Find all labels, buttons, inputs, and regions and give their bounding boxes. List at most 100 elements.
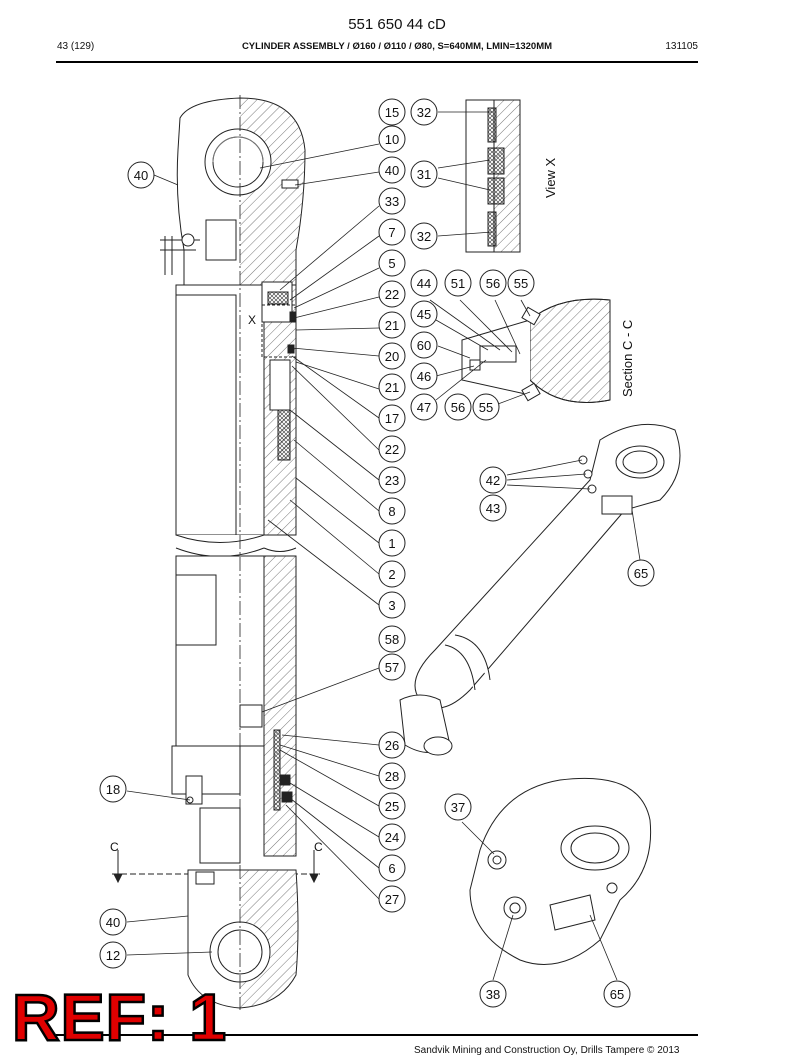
svg-text:23: 23 — [385, 473, 399, 488]
svg-text:40: 40 — [106, 915, 120, 930]
svg-text:51: 51 — [451, 276, 465, 291]
callout-56-top: 56 — [479, 269, 507, 297]
svg-text:27: 27 — [385, 892, 399, 907]
svg-text:28: 28 — [385, 769, 399, 784]
svg-text:24: 24 — [385, 830, 399, 845]
callout-46: 46 — [410, 362, 438, 390]
footer-copyright: Sandvik Mining and Construction Oy, Dril… — [414, 1045, 680, 1056]
page-title: CYLINDER ASSEMBLY / Ø160 / Ø110 / Ø80, S… — [241, 41, 553, 52]
callout-40-fitting: 40 — [378, 156, 406, 184]
callout-60: 60 — [410, 331, 438, 359]
callout-10: 10 — [378, 125, 406, 153]
svg-text:25: 25 — [385, 799, 399, 814]
svg-text:3: 3 — [388, 598, 395, 613]
svg-text:57: 57 — [385, 660, 399, 675]
view-x-detail — [465, 99, 521, 253]
isometric-cylinder-view — [399, 423, 681, 756]
svg-text:47: 47 — [417, 400, 431, 415]
isometric-eye-view — [469, 777, 652, 965]
callout-32-bottom: 32 — [410, 222, 438, 250]
svg-text:55: 55 — [514, 276, 528, 291]
callout-56-bottom: 56 — [444, 393, 472, 421]
callout-12: 12 — [99, 941, 127, 969]
callout-37: 37 — [444, 793, 472, 821]
callout-28: 28 — [378, 762, 406, 790]
svg-text:7: 7 — [388, 225, 395, 240]
section-mark-left: C — [110, 840, 119, 854]
callout-32-top: 32 — [410, 98, 438, 126]
svg-text:21: 21 — [385, 318, 399, 333]
svg-text:22: 22 — [385, 442, 399, 457]
callout-3: 3 — [378, 591, 406, 619]
callout-21-upper: 21 — [378, 311, 406, 339]
callout-44: 44 — [410, 269, 438, 297]
svg-text:46: 46 — [417, 369, 431, 384]
callout-45: 45 — [410, 300, 438, 328]
svg-text:26: 26 — [385, 738, 399, 753]
svg-text:31: 31 — [417, 167, 431, 182]
svg-text:15: 15 — [385, 105, 399, 120]
callout-65-lower: 65 — [603, 980, 631, 1008]
callout-55-bottom: 55 — [472, 393, 500, 421]
svg-text:10: 10 — [385, 132, 399, 147]
callout-40-top: 40 — [127, 161, 155, 189]
callout-leaders — [126, 111, 641, 981]
svg-text:5: 5 — [388, 256, 395, 271]
callout-1: 1 — [378, 529, 406, 557]
svg-text:40: 40 — [134, 168, 148, 183]
svg-text:65: 65 — [634, 566, 648, 581]
svg-text:33: 33 — [385, 194, 399, 209]
svg-text:37: 37 — [451, 800, 465, 815]
svg-text:56: 56 — [451, 400, 465, 415]
callout-58: 58 — [378, 625, 406, 653]
footer-divider — [56, 1034, 698, 1036]
callout-5: 5 — [378, 249, 406, 277]
callout-20: 20 — [378, 342, 406, 370]
svg-text:44: 44 — [417, 276, 431, 291]
cylinder-main-view — [112, 95, 320, 1010]
section-c-c-label: Section C - C — [620, 320, 635, 397]
svg-text:18: 18 — [106, 782, 120, 797]
callout-31: 31 — [410, 160, 438, 188]
callout-22-upper: 22 — [378, 280, 406, 308]
callout-57: 57 — [378, 653, 406, 681]
callout-6: 6 — [378, 854, 406, 882]
callout-22-lower: 22 — [378, 435, 406, 463]
callout-24: 24 — [378, 823, 406, 851]
callout-51: 51 — [444, 269, 472, 297]
svg-text:40: 40 — [385, 163, 399, 178]
callout-23: 23 — [378, 466, 406, 494]
ref-stamp: REF: 1 — [11, 980, 228, 1054]
svg-text:55: 55 — [479, 400, 493, 415]
svg-text:32: 32 — [417, 229, 431, 244]
callout-33: 33 — [378, 187, 406, 215]
callout-21-lower: 21 — [378, 373, 406, 401]
svg-text:1: 1 — [388, 536, 395, 551]
callout-65-upper: 65 — [627, 559, 655, 587]
svg-text:60: 60 — [417, 338, 431, 353]
callout-42: 42 — [479, 466, 507, 494]
svg-text:38: 38 — [486, 987, 500, 1002]
header-divider — [56, 61, 698, 63]
callout-43: 43 — [479, 494, 507, 522]
svg-text:6: 6 — [388, 861, 395, 876]
section-c-c — [461, 298, 611, 403]
date-code: 131105 — [665, 41, 698, 52]
svg-text:12: 12 — [106, 948, 120, 963]
document-number: 551 650 44 cD — [348, 16, 446, 33]
svg-text:22: 22 — [385, 287, 399, 302]
callout-55-top: 55 — [507, 269, 535, 297]
svg-text:42: 42 — [486, 473, 500, 488]
callout-26: 26 — [378, 731, 406, 759]
section-mark-right: C — [314, 840, 323, 854]
svg-text:58: 58 — [385, 632, 399, 647]
svg-text:21: 21 — [385, 380, 399, 395]
callout-7: 7 — [378, 218, 406, 246]
detail-x-mark: X — [248, 313, 256, 327]
callout-2: 2 — [378, 560, 406, 588]
callout-8: 8 — [378, 497, 406, 525]
svg-text:17: 17 — [385, 411, 399, 426]
callout-17: 17 — [378, 404, 406, 432]
callout-27: 27 — [378, 885, 406, 913]
